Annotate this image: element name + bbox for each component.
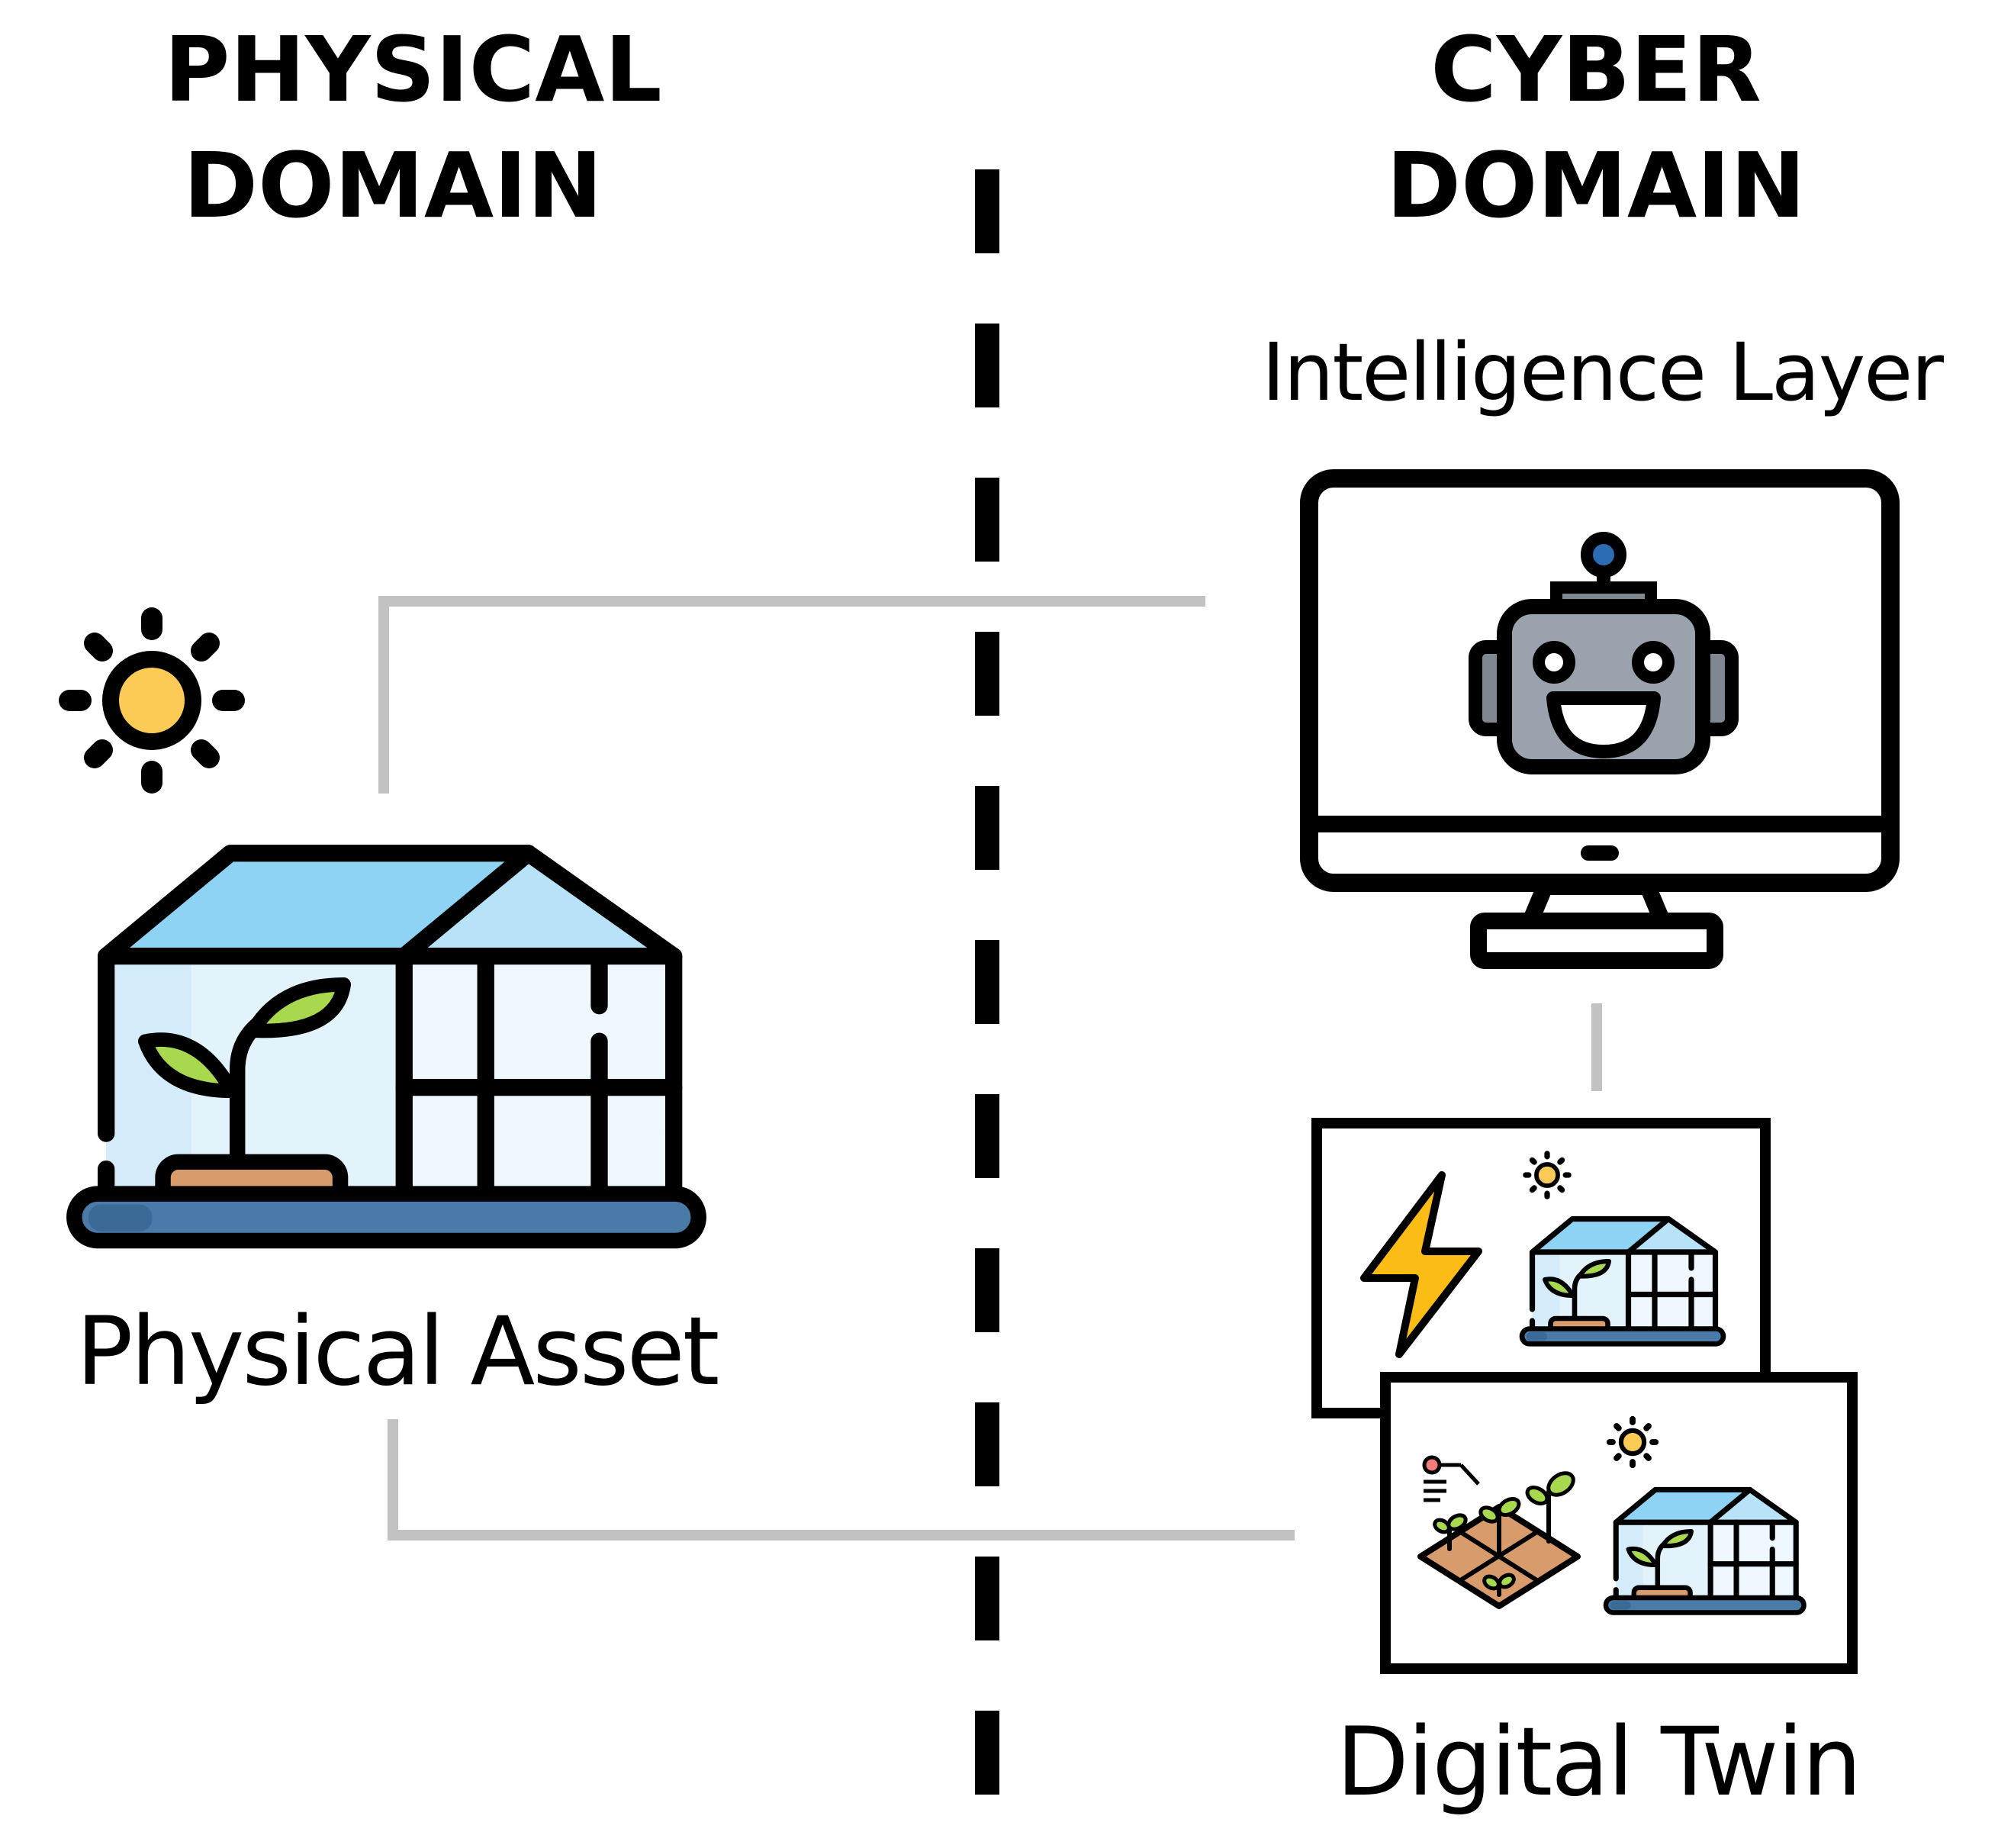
cyber-domain-heading: CYBER DOMAIN	[1367, 11, 1825, 243]
greenhouse-icon	[1522, 1219, 1723, 1344]
connector-asset-to-twin	[388, 1419, 1295, 1541]
robot-icon	[1469, 532, 1739, 774]
physical-domain-heading-line1: PHYSICAL	[164, 17, 662, 122]
physical-domain-heading-line2: DOMAIN	[183, 133, 603, 238]
greenhouse-icon	[74, 853, 698, 1241]
connector-asset-to-intelligence	[378, 596, 1205, 794]
digital-twin-card-front	[1380, 1372, 1858, 1674]
farm-field-icon	[1417, 1455, 1581, 1609]
physical-domain-heading: PHYSICAL DOMAIN	[164, 11, 662, 243]
connectors	[378, 596, 1602, 1541]
cyber-domain-heading-line1: CYBER	[1430, 17, 1762, 122]
digital-twin-card-back	[1311, 1118, 1771, 1418]
lightning-icon	[1360, 1171, 1482, 1358]
physical-asset-label: Physical Asset	[76, 1297, 720, 1407]
sun-icon	[69, 618, 234, 783]
cyber-domain-heading-line2: DOMAIN	[1386, 133, 1806, 238]
greenhouse-icon	[1606, 1489, 1804, 1612]
digital-twin-label: Digital Twin	[1336, 1708, 1861, 1817]
intelligence-layer-label: Intelligence Layer	[1261, 326, 1944, 419]
